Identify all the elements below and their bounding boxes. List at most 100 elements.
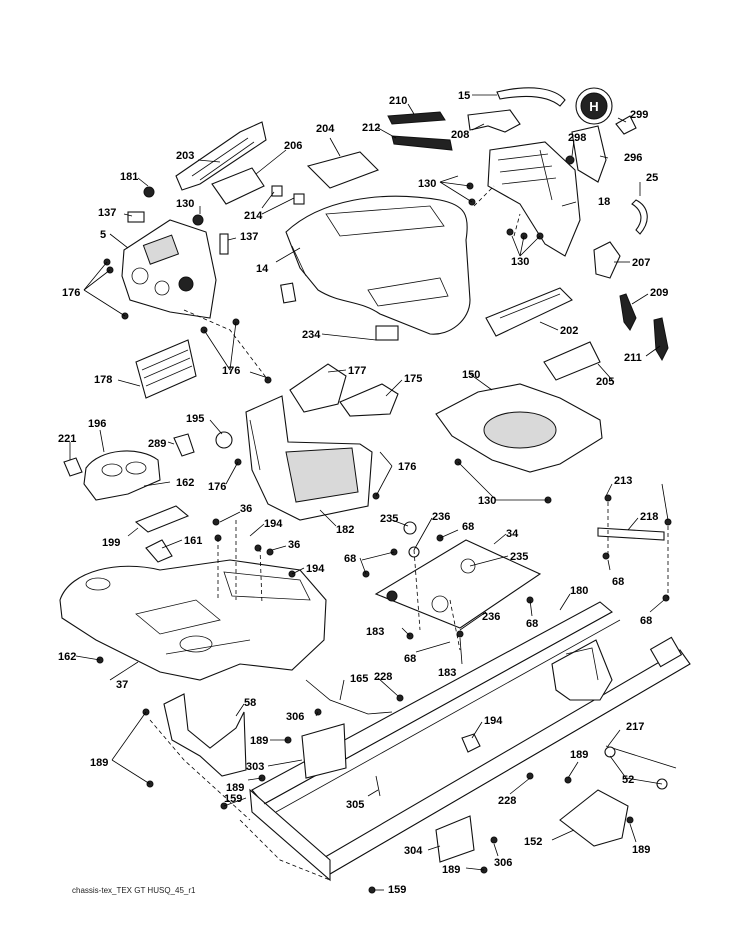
callout: 150	[462, 369, 480, 381]
callout: 296	[624, 152, 642, 164]
callout: 159	[224, 793, 242, 805]
callout: 152	[524, 836, 542, 848]
part-209-trim	[619, 293, 637, 331]
callout: 236	[432, 511, 450, 523]
callout: 37	[116, 679, 128, 691]
part-235-nut-a	[403, 521, 417, 535]
callout: 221	[58, 433, 76, 445]
part-frame-front	[249, 788, 331, 882]
callout: 206	[284, 140, 302, 152]
callout: 217	[626, 721, 644, 733]
callout: 213	[614, 475, 632, 487]
callout: 194	[484, 715, 503, 727]
part-218-bracket	[597, 527, 665, 541]
callout: 181	[120, 171, 138, 183]
part-194-nut	[461, 733, 481, 753]
callout-labels: 15 210 212 208 299 298 296 204 206 203 1…	[58, 90, 668, 896]
part-58-bracket	[163, 693, 247, 777]
part-14-hood	[285, 195, 471, 335]
callout: 189	[570, 749, 588, 761]
callout: 25	[646, 172, 658, 184]
footer-code: chassis-tex_TEX GT HUSQ_45_r1	[72, 886, 196, 895]
part-206-bracket	[211, 167, 265, 205]
callout: 228	[498, 795, 516, 807]
callout: 234	[302, 329, 321, 341]
part-299-clip	[615, 115, 637, 135]
callout: 205	[596, 376, 614, 388]
callout: 289	[148, 438, 166, 450]
part-frame-right-rail	[319, 649, 691, 875]
callout: 162	[176, 477, 194, 489]
callout: 199	[102, 537, 120, 549]
leader-lines	[69, 94, 669, 891]
callout: 183	[366, 626, 384, 638]
callout: 175	[404, 373, 422, 385]
callout: 235	[510, 551, 528, 563]
part-181-nut-b	[192, 214, 204, 226]
callout: 68	[344, 553, 356, 565]
part-210-grille	[387, 111, 446, 125]
part-298-nut	[565, 155, 575, 165]
callout: 299	[630, 109, 648, 121]
callout: 211	[624, 352, 642, 364]
part-234-decal-b	[375, 325, 399, 341]
callout: 195	[186, 413, 204, 425]
part-165-rod	[305, 679, 393, 715]
callout: 15	[458, 90, 470, 102]
part-305-bolt	[375, 775, 381, 797]
callout: 68	[404, 653, 416, 665]
part-304-bracket	[435, 815, 475, 863]
part-204-cover	[306, 151, 379, 189]
callout: 68	[462, 521, 474, 533]
callout: 303	[246, 761, 264, 773]
callout: 36	[240, 503, 252, 515]
callout: 36	[288, 539, 300, 551]
part-208-bracket	[467, 109, 521, 133]
part-drawings: H	[59, 87, 691, 882]
part-217-rod	[605, 745, 677, 769]
callout: 178	[94, 374, 112, 386]
callout: 130	[478, 495, 496, 507]
part-195-cap	[215, 431, 233, 449]
part-289-clip	[173, 433, 195, 457]
callout: 5	[100, 229, 106, 241]
callout: 212	[362, 122, 380, 134]
part-196-seat	[83, 450, 161, 501]
callout: 182	[336, 524, 354, 536]
callout: 176	[208, 481, 226, 493]
callout: 306	[494, 857, 512, 869]
callout: 165	[350, 673, 368, 685]
part-175-bracket	[339, 383, 399, 417]
callout: 130	[418, 178, 436, 190]
part-214-clip-a	[271, 185, 283, 197]
callout: 228	[374, 671, 392, 683]
callout: 161	[184, 535, 202, 547]
part-211-trim	[653, 317, 669, 362]
part-37-rear-fender	[59, 559, 327, 681]
callout: 189	[442, 864, 460, 876]
callout: 68	[640, 615, 652, 627]
callout: 130	[511, 256, 529, 268]
part-205-lens	[543, 341, 601, 381]
callout: 204	[316, 123, 335, 135]
callout: 298	[568, 132, 586, 144]
callout: 14	[256, 263, 269, 275]
callout: 68	[526, 618, 538, 630]
callout: 214	[244, 210, 263, 222]
callout: 203	[176, 150, 194, 162]
callout: 58	[244, 697, 256, 709]
callout: 209	[650, 287, 668, 299]
callout: 130	[176, 198, 194, 210]
callout: 176	[398, 461, 416, 473]
part-212-grille	[391, 135, 453, 151]
callout: 176	[62, 287, 80, 299]
callout: 218	[640, 511, 658, 523]
part-161-lever	[145, 539, 173, 563]
callout: 177	[348, 365, 366, 377]
callout: 189	[632, 844, 650, 856]
part-214-clip-b	[293, 193, 305, 205]
callout: 194	[306, 563, 325, 575]
part-137-bracket	[127, 211, 145, 223]
part-234-decal-a	[280, 282, 297, 304]
